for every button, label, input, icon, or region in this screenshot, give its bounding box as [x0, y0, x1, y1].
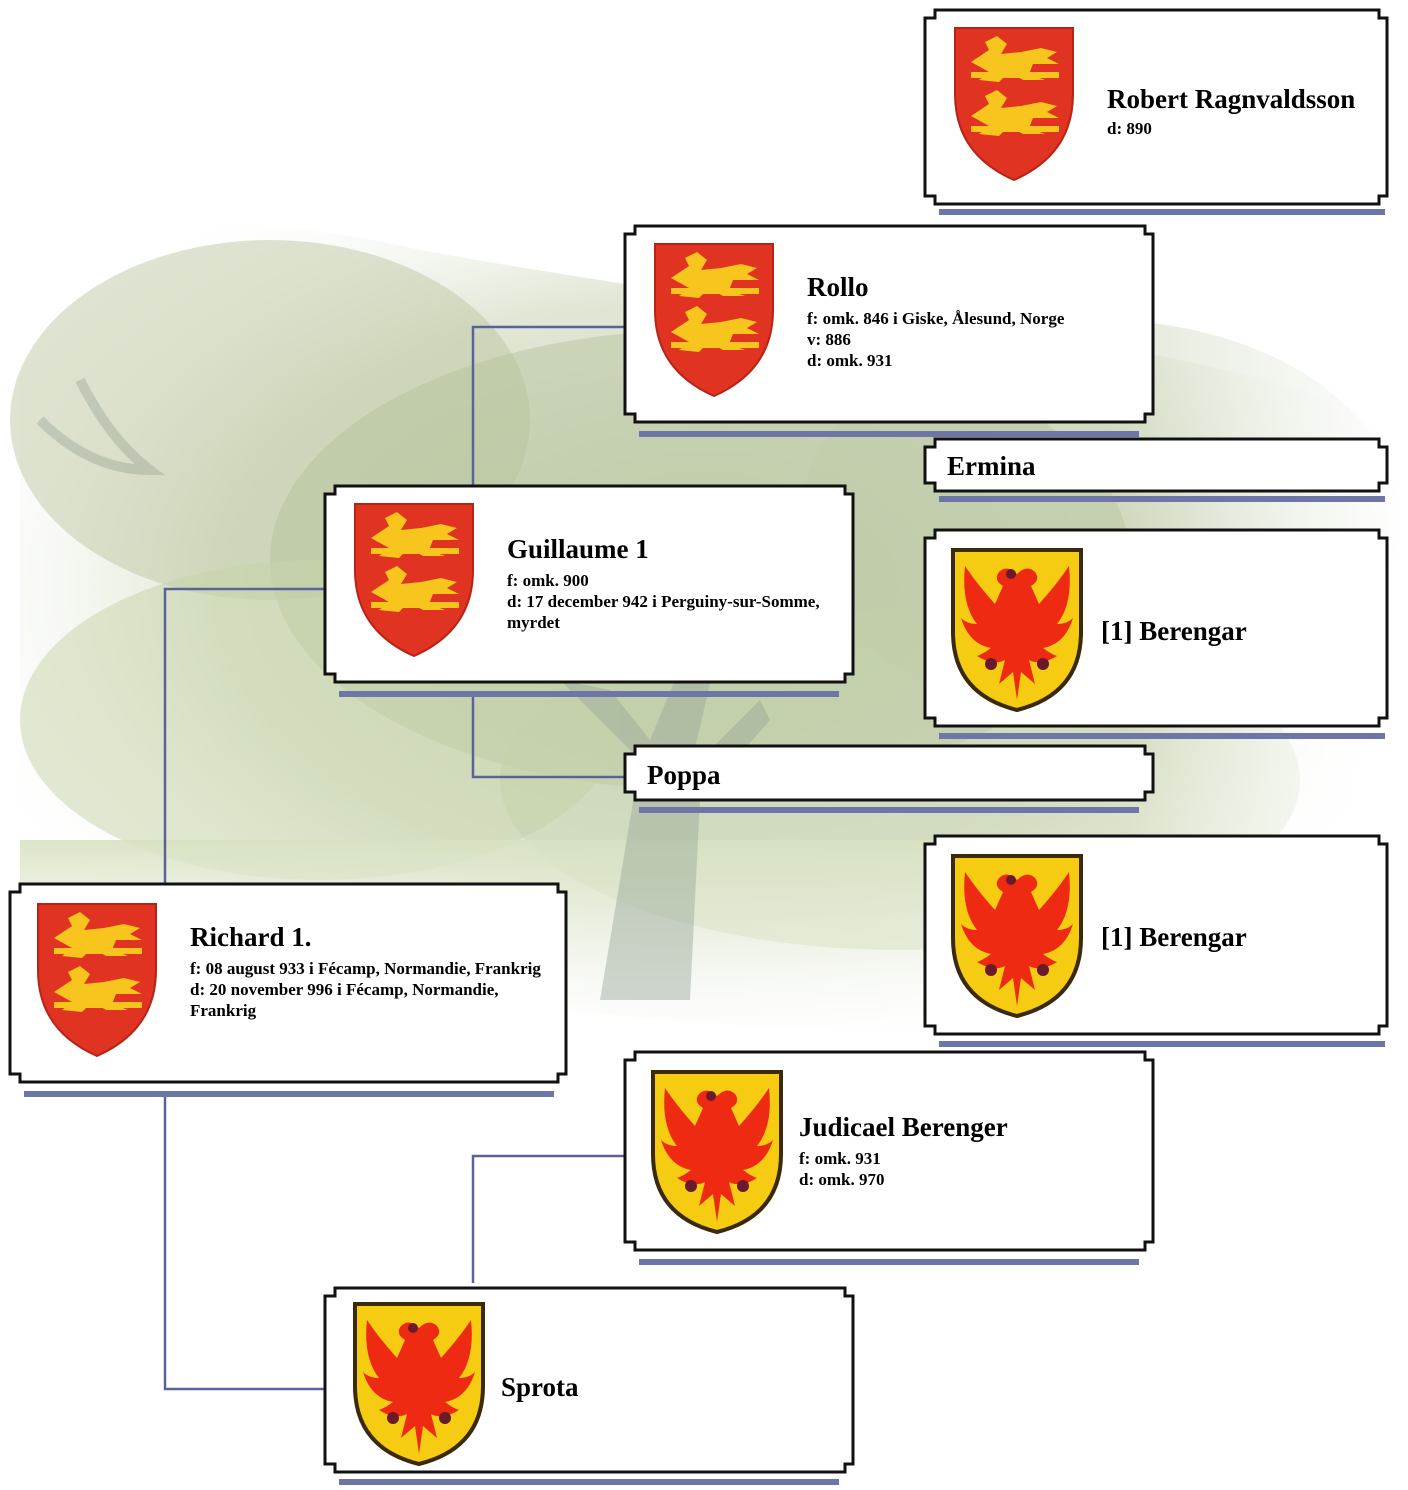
person-name: Robert Ragnvaldsson [1107, 84, 1356, 114]
eagle-icon [947, 850, 1087, 1020]
card-frame [923, 437, 1389, 502]
person-name: Poppa [647, 760, 721, 790]
detail-death: d: 17 december 942 i Perguiny-sur-Somme,… [507, 592, 820, 632]
normandy-lions-icon [32, 900, 162, 1060]
person-name: [1] Berengar [1101, 616, 1247, 646]
connector-sprota-judicael [471, 1154, 627, 1283]
person-card-ermina[interactable]: Ermina [921, 435, 1399, 505]
person-card-guillaume[interactable]: Guillaume 1 f: omk. 900 d: 17 december 9… [321, 482, 861, 702]
person-name: [1] Berengar [1101, 922, 1247, 952]
person-name: Sprota [501, 1372, 579, 1402]
eagle-icon [349, 1298, 489, 1468]
connector-guillaume-poppa [471, 694, 627, 779]
connector-richard-sprota [163, 1092, 327, 1391]
person-card-berengar-2[interactable]: [1] Berengar [921, 832, 1399, 1052]
person-card-berengar-1[interactable]: [1] Berengar [921, 526, 1399, 742]
person-details: d: 890 [1107, 118, 1387, 139]
connector-richard-guillaume [163, 587, 327, 886]
detail-married: v: 886 [807, 330, 851, 349]
eagle-icon [647, 1066, 787, 1236]
detail-death: d: omk. 931 [807, 351, 893, 370]
connector-guillaume-rollo [471, 325, 627, 488]
person-name: Judicael Berenger [799, 1112, 1008, 1142]
normandy-lions-icon [349, 500, 479, 660]
person-name: Guillaume 1 [507, 534, 649, 564]
person-details: f: omk. 931 d: omk. 970 [799, 1148, 1139, 1190]
person-details: f: omk. 900 d: 17 december 942 i Perguin… [507, 570, 843, 633]
person-name: Ermina [947, 451, 1036, 481]
eagle-icon [947, 544, 1087, 714]
detail-birth: f: 08 august 933 i Fécamp, Normandie, Fr… [190, 959, 541, 978]
normandy-lions-icon [949, 24, 1079, 184]
person-card-rollo[interactable]: Rollo f: omk. 846 i Giske, Ålesund, Norg… [621, 222, 1161, 440]
detail-birth: f: omk. 900 [507, 571, 589, 590]
detail-birth: f: omk. 846 i Giske, Ålesund, Norge [807, 309, 1065, 328]
person-card-richard[interactable]: Richard 1. f: 08 august 933 i Fécamp, No… [6, 880, 574, 1102]
person-name: Richard 1. [190, 922, 312, 952]
person-name: Rollo [807, 272, 869, 302]
card-frame [623, 744, 1155, 813]
person-details: f: 08 august 933 i Fécamp, Normandie, Fr… [190, 958, 550, 1021]
person-details: f: omk. 846 i Giske, Ålesund, Norge v: 8… [807, 308, 1147, 371]
detail-death: d: 890 [1107, 119, 1152, 138]
detail-death: d: omk. 970 [799, 1170, 885, 1189]
person-card-robert[interactable]: Robert Ragnvaldsson d: 890 [921, 6, 1399, 218]
person-card-sprota[interactable]: Sprota [321, 1284, 861, 1488]
detail-birth: f: omk. 931 [799, 1149, 881, 1168]
detail-death: d: 20 november 996 i Fécamp, Normandie, … [190, 980, 499, 1020]
person-card-judicael[interactable]: Judicael Berenger f: omk. 931 d: omk. 97… [621, 1048, 1161, 1270]
person-card-poppa[interactable]: Poppa [621, 742, 1161, 816]
normandy-lions-icon [649, 240, 779, 400]
